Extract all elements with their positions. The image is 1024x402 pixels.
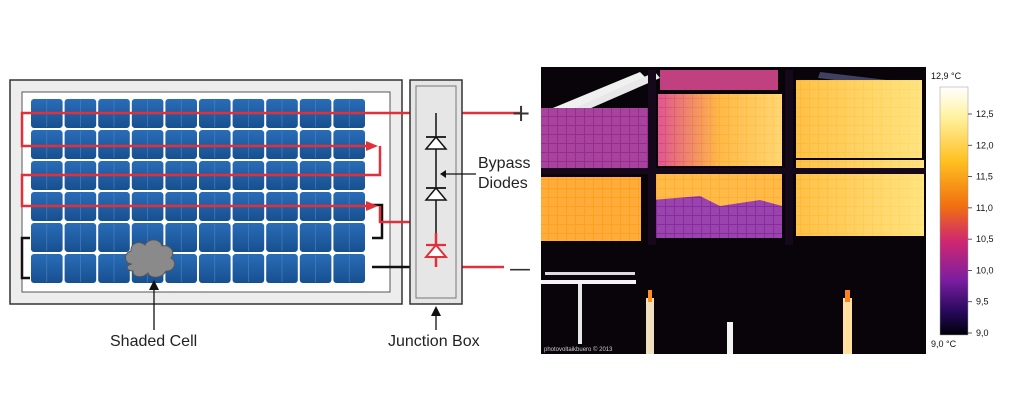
- scale-tick-label: 9,5: [976, 297, 989, 307]
- junction-box-label: Junction Box: [388, 333, 480, 350]
- cell-corner-gap: [126, 218, 135, 226]
- scale-max-label: 12,9 °C: [931, 71, 962, 81]
- scale-ticks: 12,5 12,0 11,5 11,0 10,5 10,0 9,5 9,0: [968, 109, 994, 338]
- active-bypass-diode-icon: [423, 233, 449, 267]
- cell-corner-gap: [93, 187, 102, 195]
- cell-corner-gap: [93, 125, 102, 133]
- bypass-diodes-label: Bypass: [478, 155, 530, 172]
- cell-corner-gap: [160, 156, 169, 164]
- cell-corner-gap: [261, 156, 270, 164]
- cell-corner-gap: [227, 218, 236, 226]
- cell-corner-gap: [328, 125, 337, 133]
- cell-corner-gap: [59, 249, 68, 257]
- cell-corner-gap: [160, 125, 169, 133]
- cell-corner-gap: [160, 218, 169, 226]
- cell-corner-gap: [261, 218, 270, 226]
- cell-corner-gap: [194, 156, 202, 164]
- arrow-icon: [431, 306, 441, 316]
- scale-tick-label: 10,5: [976, 234, 994, 244]
- cell-corner-gap: [59, 187, 68, 195]
- cell-corner-gap: [261, 249, 270, 257]
- thermal-image: photovoltaikbuero © 2013: [541, 67, 926, 354]
- positive-terminal-label: +: [511, 99, 531, 127]
- shaded-cell-label: Shaded Cell: [110, 333, 197, 350]
- scale-tick-label: 10,0: [976, 265, 994, 275]
- cell-corner-gap: [59, 218, 68, 226]
- cell-corner-gap: [261, 125, 270, 133]
- cell-corner-gap: [227, 187, 236, 195]
- shade-cloud-icon: [125, 239, 176, 278]
- cell-corner-gap: [328, 218, 337, 226]
- scale-tick-label: 11,5: [976, 172, 993, 182]
- bypass-diode-icon: [424, 135, 448, 150]
- arrow-icon: [366, 201, 378, 211]
- cell-corner-gap: [59, 125, 68, 133]
- cell-corner-gap: [294, 156, 303, 164]
- cell-corner-gap: [227, 156, 236, 164]
- junction-box: [409, 79, 476, 305]
- cell-grid: [31, 99, 365, 283]
- cell-corner-gap: [93, 249, 102, 257]
- cell-corner-gap: [93, 218, 102, 226]
- cell-corner-gap: [294, 249, 303, 257]
- scale-tick-label: 12,5: [976, 109, 994, 119]
- cell-corner-gap: [126, 156, 135, 164]
- scale-tick-label: 9,0: [976, 328, 989, 338]
- cell-corner-gap: [294, 187, 303, 195]
- cell-corner-gap: [328, 187, 337, 195]
- cell-corner-gap: [194, 218, 202, 226]
- cell-corner-gap: [194, 187, 202, 195]
- cell-corner-gap: [126, 125, 135, 133]
- cell-corner-gap: [126, 187, 135, 195]
- scale-min-label: 9,0 °C: [931, 339, 957, 349]
- solar-panel: [9, 79, 403, 305]
- bypass-diodes-label: Diodes: [478, 175, 528, 192]
- cell-corner-gap: [261, 187, 270, 195]
- bypass-diode-icon: [424, 186, 448, 201]
- cell-corner-gap: [93, 156, 102, 164]
- watermark: photovoltaikbuero © 2013: [544, 346, 613, 353]
- cell-corner-gap: [194, 249, 202, 257]
- cell-corner-gap: [160, 187, 169, 195]
- arrow-icon: [366, 141, 378, 151]
- cell-corner-gap: [328, 156, 337, 164]
- cell-corner-gap: [294, 218, 303, 226]
- scale-tick-label: 11,0: [976, 203, 993, 213]
- cell-corner-gap: [227, 125, 236, 133]
- cell-corner-gap: [294, 125, 303, 133]
- cell-corner-gap: [194, 125, 202, 133]
- arrow-icon: [149, 280, 159, 290]
- temperature-scale: 12,9 °C 12,5 12,0 11,5 11,0 10,5 10,0 9,5 9,0 9…: [931, 71, 994, 349]
- cell-corner-gap: [328, 249, 337, 257]
- cell-corner-gap: [59, 156, 68, 164]
- cell-corner-gap: [227, 249, 236, 257]
- negative-terminal-label: —: [509, 257, 531, 282]
- scale-tick-label: 12,0: [976, 140, 994, 150]
